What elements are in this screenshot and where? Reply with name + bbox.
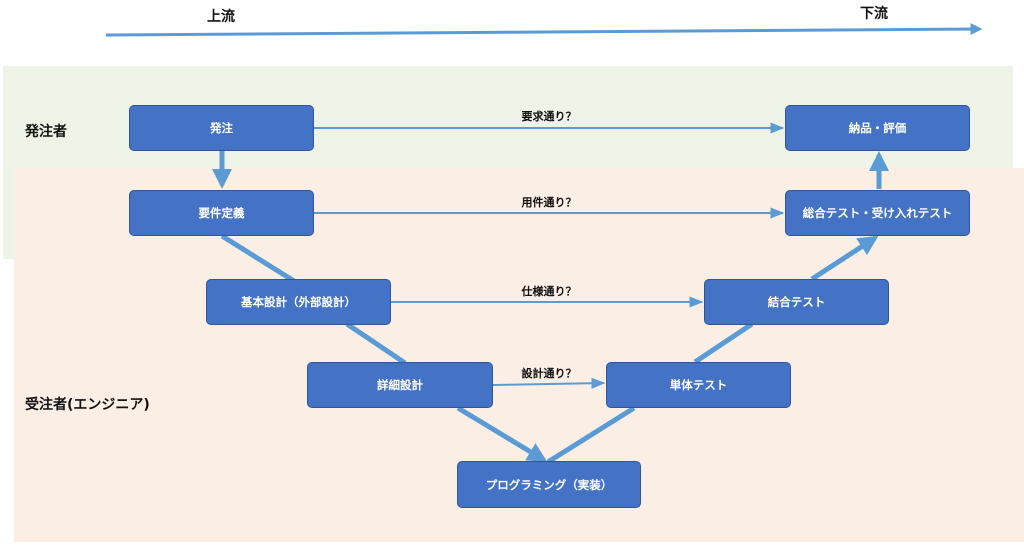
connector-requirements-to-basic [220, 233, 296, 284]
downstream-label: 下流 [860, 6, 888, 22]
connector-detailed-to-programming [456, 405, 548, 463]
check-label-requirements: 要求通り？ [521, 110, 577, 123]
box-detailed-design: 詳細設計 [307, 362, 493, 408]
vendor-lane-label: 受注者(エンジニア) [25, 397, 150, 413]
client-lane-label: 発注者 [25, 124, 67, 140]
check-label-spec: 仕様通り？ [521, 285, 577, 298]
box-system-test: 総合テスト・受け入れテスト [785, 190, 970, 236]
check-label-design: 設計通り？ [521, 367, 577, 380]
box-delivery: 納品・評価 [785, 105, 970, 151]
box-programming: プログラミング（実装） [457, 461, 641, 508]
box-unit-test: 単体テスト [606, 362, 791, 408]
connector-unit-to-integration [693, 321, 754, 365]
check-label-specs: 用件通り？ [521, 196, 577, 209]
box-integration-test: 結合テスト [704, 279, 889, 325]
verify-arrow-detailed-unit [492, 377, 606, 389]
connector-programming-to-unit [546, 405, 636, 465]
connector-basic-to-detailed [345, 321, 407, 366]
box-order: 発注 [129, 105, 314, 151]
connector-integration-to-system [810, 235, 879, 282]
upstream-label: 上流 [207, 9, 235, 25]
flow-direction-arrow [105, 23, 983, 37]
box-requirements: 要件定義 [129, 190, 314, 236]
box-basic-design: 基本設計（外部設計） [206, 279, 391, 325]
